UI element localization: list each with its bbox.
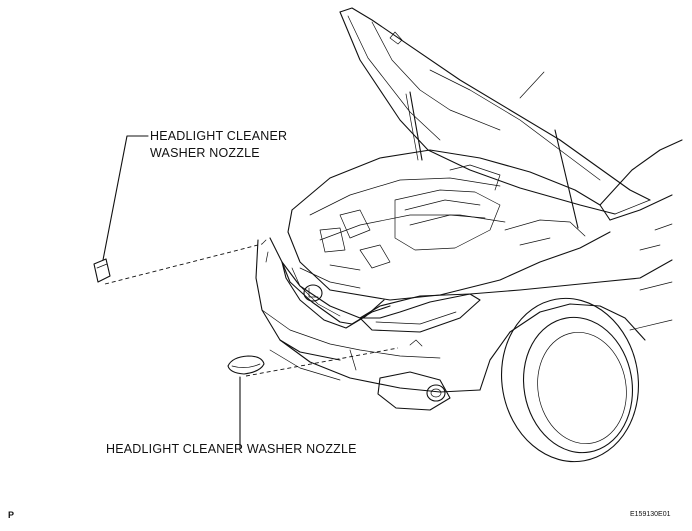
engine-bay: [287, 149, 611, 301]
hood-struts: [405, 91, 579, 229]
front-fascia: [255, 237, 481, 411]
upper-callout-label-line1: HEADLIGHT CLEANER: [150, 129, 288, 143]
upper-nozzle-part: [93, 258, 111, 283]
figure-code: E159130E01: [630, 511, 671, 518]
upper-callout-label-line2: WASHER NOZZLE: [150, 146, 260, 160]
fender-wheel: [469, 139, 683, 463]
leader-lines: [102, 135, 423, 449]
lower-callout-label: HEADLIGHT CLEANER WASHER NOZZLE: [106, 442, 357, 456]
lower-nozzle-part: [227, 355, 265, 375]
hood: [339, 7, 651, 215]
view-marker: P: [8, 510, 15, 520]
